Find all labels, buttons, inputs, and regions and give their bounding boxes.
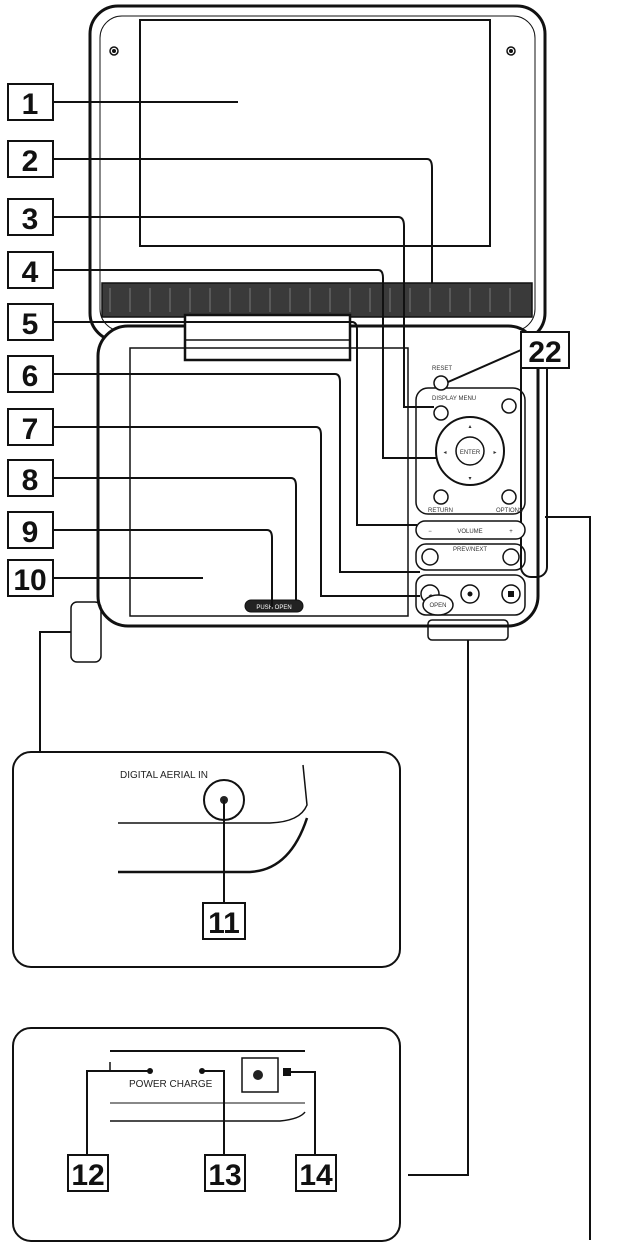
return-label: RETURN bbox=[428, 508, 453, 514]
open-label: OPEN bbox=[429, 603, 446, 609]
left-antenna-tab bbox=[70, 601, 102, 663]
display-menu-button[interactable] bbox=[433, 405, 449, 421]
open-button[interactable] bbox=[422, 594, 454, 616]
prev-next-frame bbox=[415, 543, 526, 571]
options-label: OPTIONS bbox=[496, 508, 523, 514]
lcd-screen bbox=[139, 19, 491, 247]
left-arrow-icon[interactable]: ◂ bbox=[443, 450, 446, 456]
volume-control[interactable] bbox=[415, 520, 526, 540]
reset-label: RESET bbox=[432, 366, 452, 372]
callout-12: 12 bbox=[71, 1159, 104, 1192]
dc-in-jack bbox=[253, 1070, 263, 1080]
enter-button[interactable] bbox=[455, 436, 485, 466]
digital-aerial-in-label: DIGITAL AERIAL IN bbox=[120, 770, 208, 781]
dc-in-jack-housing bbox=[241, 1057, 279, 1093]
enter-label: ENTER bbox=[460, 450, 481, 456]
push-open-label: PUSH OPEN bbox=[256, 605, 291, 611]
callout-2: 2 bbox=[22, 145, 39, 178]
callout-13: 13 bbox=[208, 1159, 241, 1192]
down-arrow-icon[interactable]: ▾ bbox=[468, 476, 471, 482]
power-charge-label: POWER CHARGE bbox=[129, 1079, 213, 1090]
display-menu-label: DISPLAY MENU bbox=[432, 396, 476, 402]
callout-1: 1 bbox=[22, 88, 39, 121]
next-button[interactable] bbox=[502, 548, 520, 566]
volume-label: VOLUME bbox=[457, 529, 482, 535]
callout-5: 5 bbox=[22, 308, 39, 341]
callout-4: 4 bbox=[22, 256, 39, 289]
callout-10: 10 bbox=[13, 564, 46, 597]
callout-11: 11 bbox=[208, 907, 240, 940]
callout-22: 22 bbox=[528, 336, 561, 369]
speaker-grille bbox=[101, 282, 533, 318]
detail-aerial-box bbox=[12, 751, 401, 968]
return-button[interactable] bbox=[433, 489, 449, 505]
control-panel-frame bbox=[415, 387, 526, 515]
callout-6: 6 bbox=[22, 360, 39, 393]
prev-button[interactable] bbox=[421, 548, 439, 566]
detail-power-box bbox=[12, 1027, 401, 1242]
prev-next-label: PREV/NEXT bbox=[453, 547, 487, 553]
reset-button[interactable] bbox=[433, 375, 449, 391]
callout-7: 7 bbox=[22, 413, 39, 446]
callout-8: 8 bbox=[22, 464, 39, 497]
volume-plus-icon[interactable]: + bbox=[509, 529, 513, 535]
right-arrow-icon[interactable]: ▸ bbox=[493, 450, 496, 456]
callout-14: 14 bbox=[299, 1159, 333, 1192]
options-button[interactable] bbox=[501, 489, 517, 505]
up-arrow-icon[interactable]: ▴ bbox=[468, 424, 471, 430]
callout-3: 3 bbox=[22, 203, 39, 236]
push-open-latch[interactable] bbox=[244, 599, 304, 613]
top-right-button[interactable] bbox=[501, 398, 517, 414]
callout-9: 9 bbox=[22, 516, 39, 549]
volume-minus-icon[interactable]: − bbox=[428, 529, 432, 535]
